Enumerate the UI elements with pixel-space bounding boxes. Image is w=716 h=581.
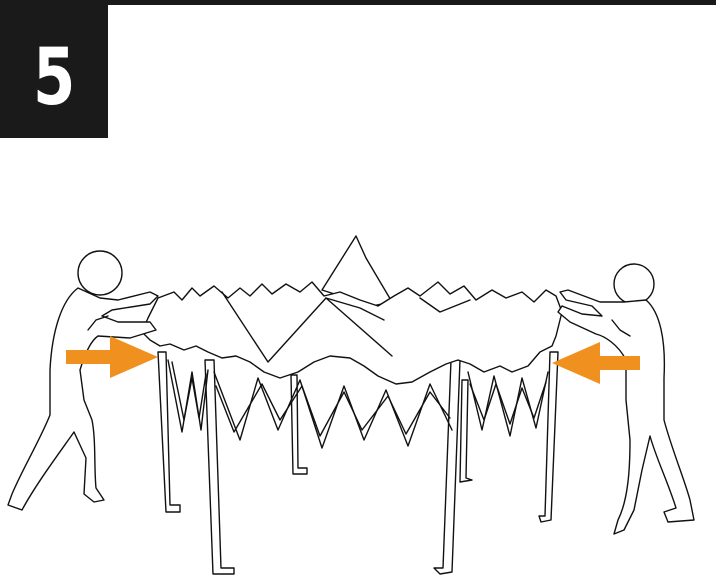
left-side-truss-inner [172,362,206,420]
right-side-truss [468,372,548,436]
left-person-head [78,251,122,295]
right-middle-leg [460,380,472,482]
front-left-leg [205,360,234,574]
canopy-frame [158,352,558,574]
right-person-head [614,264,654,304]
front-right-leg [434,360,460,574]
left-person [8,251,158,510]
left-person-body [8,288,158,510]
right-side-truss-inner [470,382,546,424]
right-person [558,264,694,534]
back-left-leg [158,352,180,512]
back-right-leg [539,352,558,522]
front-truss [214,372,452,448]
right-person-body [558,290,694,534]
